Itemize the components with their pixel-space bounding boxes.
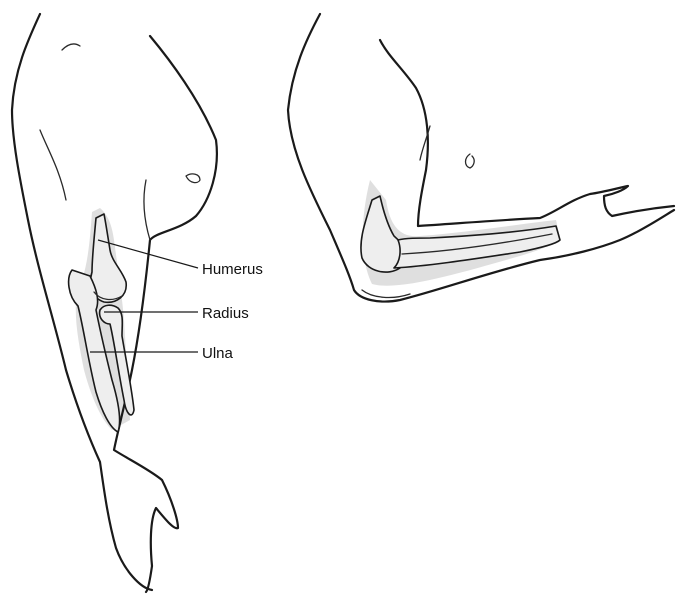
extended-arm-deltoid-line — [40, 130, 66, 200]
flexed-arm — [288, 14, 674, 302]
flexed-arm-front-contour — [380, 40, 674, 226]
radius-label: Radius — [202, 305, 249, 322]
flexed-arm-bicep-mark — [466, 154, 475, 168]
extended-arm-shoulder-line — [62, 44, 80, 50]
flexed-arm-elbow-crease — [362, 290, 410, 297]
extended-arm-bicep-line — [144, 180, 150, 240]
extended-arm-elbow-mark — [186, 174, 200, 183]
humerus-label: Humerus — [202, 261, 263, 278]
ulna-label: Ulna — [202, 345, 234, 362]
extended-arm — [12, 14, 217, 592]
